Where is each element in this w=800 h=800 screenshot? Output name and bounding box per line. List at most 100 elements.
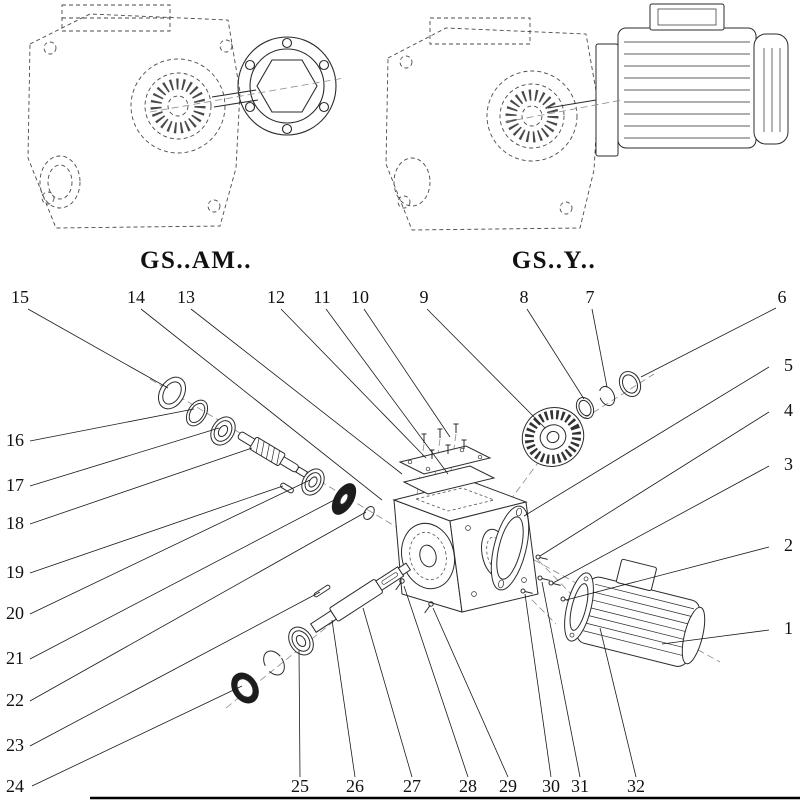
callout-number-32: 32	[627, 776, 645, 796]
housing-cover-part	[398, 445, 492, 475]
fan-cover	[753, 33, 789, 145]
circlip-part-upper	[598, 385, 616, 407]
callout-leader-30	[524, 593, 552, 778]
callout-leader-14	[140, 308, 383, 501]
motor-attached	[547, 3, 789, 157]
callout-leader-19	[29, 485, 284, 574]
worm-shaft-part	[237, 431, 309, 478]
callout-number-17: 17	[6, 475, 24, 495]
callout-number-16: 16	[6, 430, 24, 450]
callout-number-13: 13	[177, 287, 195, 307]
callout-number-27: 27	[403, 776, 421, 796]
callout-number-4: 4	[784, 400, 793, 420]
terminal-box	[649, 3, 725, 31]
callout-leader-4	[539, 411, 770, 557]
bearing-part-output	[288, 626, 314, 656]
callout-number-11: 11	[313, 287, 330, 307]
callout-leader-21	[29, 496, 341, 660]
callout-leader-12	[280, 308, 427, 459]
seal-ring-part-upper	[618, 370, 642, 398]
gear-spacer-ring-part	[575, 396, 595, 420]
flange-bolts	[520, 554, 573, 602]
bearing-part-mid	[301, 468, 325, 496]
callout-number-6: 6	[778, 287, 787, 307]
gearbox-housing-outline-right	[385, 17, 599, 231]
helical-gear-part	[521, 407, 585, 467]
motor-cooling-fins	[624, 41, 750, 139]
callout-leader-9	[426, 308, 546, 429]
output-flange	[211, 36, 337, 136]
shaft-key-part	[280, 482, 294, 494]
callout-leader-32	[599, 627, 637, 778]
drain-screw-part	[424, 601, 434, 614]
callout-leader-7	[591, 308, 608, 388]
callout-number-25: 25	[291, 776, 309, 796]
callout-number-1: 1	[784, 618, 793, 638]
motor-fins	[583, 583, 695, 656]
callout-number-30: 30	[542, 776, 560, 796]
callout-number-10: 10	[351, 287, 369, 307]
callout-leader-25	[298, 649, 301, 778]
callout-leader-27	[362, 607, 413, 778]
spacer-ring-part	[363, 506, 375, 520]
callout-number-28: 28	[459, 776, 477, 796]
callout-leader-15	[27, 308, 169, 389]
callout-number-8: 8	[520, 287, 529, 307]
centerline-right	[504, 99, 623, 123]
callout-leader-26	[331, 619, 356, 778]
callout-number-2: 2	[784, 535, 793, 555]
callout-leader-8	[526, 308, 585, 400]
motor-terminal-box	[616, 558, 657, 592]
output-shaft-part	[310, 562, 412, 633]
callout-leader-6	[640, 307, 777, 378]
callout-leader-13	[190, 308, 403, 475]
callout-leader-22	[29, 511, 367, 702]
unit-gs-am-drawing	[27, 4, 345, 229]
cover-gasket-part	[402, 465, 496, 495]
centerline	[149, 77, 345, 113]
gearbox-housing-outline	[27, 4, 241, 229]
callout-number-22: 22	[6, 690, 24, 710]
oil-seal-part-output	[231, 672, 259, 704]
callout-number-15: 15	[11, 287, 29, 307]
exploded-view	[149, 370, 721, 709]
callout-number-7: 7	[586, 287, 595, 307]
callout-number-19: 19	[6, 562, 24, 582]
motor-adapter-flange-part	[490, 505, 530, 591]
callout-leader-3	[552, 465, 770, 584]
retaining-ring-part	[185, 399, 209, 427]
gear-teeth-hint-right	[505, 89, 559, 143]
callout-leader-28	[403, 585, 469, 778]
callout-number-3: 3	[784, 454, 793, 474]
vent-screw-part	[395, 578, 405, 591]
callout-leader-17	[29, 427, 220, 487]
callout-leader-18	[29, 447, 253, 525]
unit-gs-y-drawing	[385, 3, 789, 231]
worm-gear-disc-part	[331, 483, 357, 515]
callout-number-5: 5	[784, 355, 793, 375]
dowel-pin-part	[313, 584, 331, 598]
oil-seal-part	[157, 376, 187, 410]
gear-teeth-hint	[150, 78, 206, 134]
callout-number-24: 24	[6, 776, 24, 796]
callout-leader-5	[523, 366, 770, 517]
callout-leader-1	[661, 629, 770, 645]
callout-leader-10	[363, 308, 451, 438]
callout-leader-24	[31, 685, 243, 787]
motor-part	[564, 558, 706, 667]
callout-number-23: 23	[6, 735, 24, 755]
bearing-part-upper	[210, 416, 236, 446]
caption-gs-am: GS..AM..	[140, 247, 252, 274]
callout-number-9: 9	[420, 287, 429, 307]
callout-number-18: 18	[6, 513, 24, 533]
callout-leader-11	[325, 308, 449, 475]
callout-leader-20	[29, 479, 311, 615]
callout-number-26: 26	[346, 776, 364, 796]
callout-number-12: 12	[267, 287, 285, 307]
callout-leader-31	[541, 581, 581, 778]
callout-number-20: 20	[6, 603, 24, 623]
caption-gs-y: GS..Y..	[512, 247, 597, 274]
